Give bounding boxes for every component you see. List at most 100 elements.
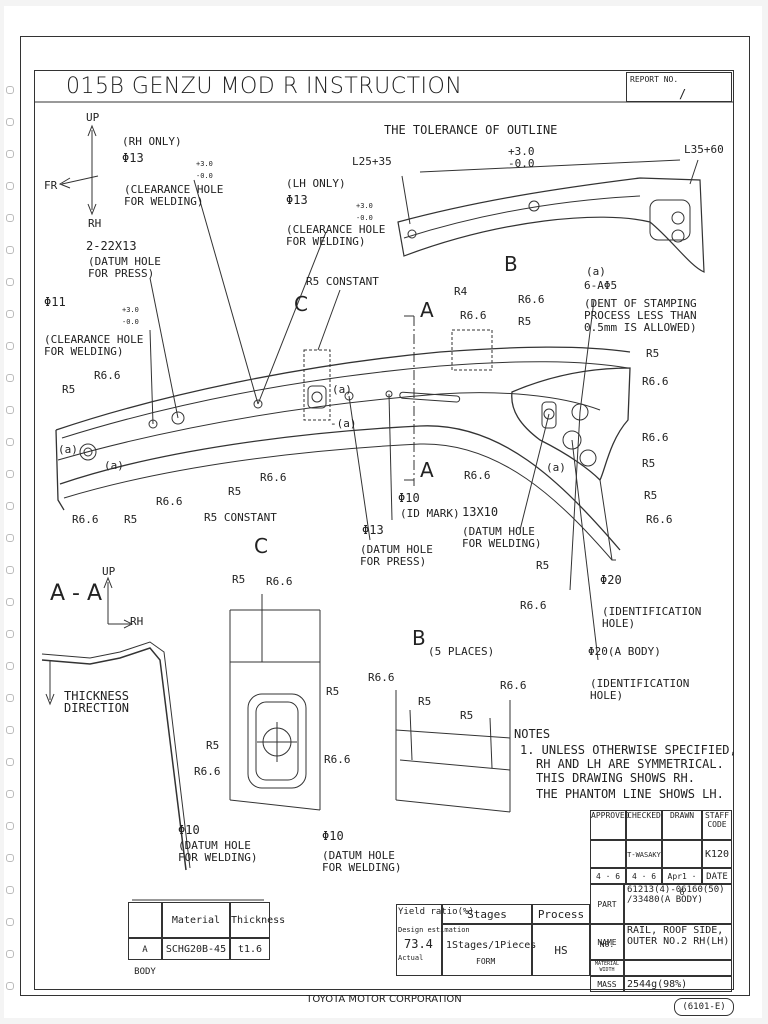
punch-hole bbox=[6, 86, 14, 94]
phi11-label: Φ11 bbox=[44, 295, 66, 309]
thickness-value: t1.6 bbox=[230, 938, 270, 960]
detail-b-r6-6-a: R6.6 bbox=[368, 671, 395, 684]
detail-c-datum-b: (DATUM HOLE FOR WELDING) bbox=[322, 849, 402, 874]
name-value: RAIL, ROOF SIDE, OUTER NO.2 RH(LH) bbox=[624, 924, 732, 960]
punch-hole bbox=[6, 950, 14, 958]
detail-c-phi10-b: Φ10 bbox=[322, 829, 344, 843]
datum-press-2: (DATUM HOLE FOR PRESS) bbox=[360, 543, 433, 568]
punch-hole bbox=[6, 246, 14, 254]
view-c-marker: C bbox=[294, 292, 308, 316]
inner-frame bbox=[34, 70, 734, 990]
clearance-welding-b: (CLEARANCE HOLE FOR WELDING) bbox=[286, 223, 386, 248]
staff-code-value: K120 bbox=[702, 840, 732, 868]
r6-6-3: R6.6 bbox=[646, 513, 673, 526]
detail-c-datum-a: (DATUM HOLE FOR WELDING) bbox=[178, 839, 258, 864]
id-mark: (ID MARK) bbox=[400, 507, 460, 520]
punch-hole bbox=[6, 182, 14, 190]
datum-13x10: 13X10 bbox=[462, 505, 499, 519]
checked-label: CHECKED bbox=[627, 811, 661, 820]
r6-6-2: R6.6 bbox=[642, 431, 669, 444]
actual-label: Actual bbox=[398, 954, 424, 962]
phi20: Φ20 bbox=[600, 573, 622, 587]
punch-hole bbox=[6, 982, 14, 990]
punch-hole bbox=[6, 310, 14, 318]
date-2: 4 · 6 bbox=[626, 868, 662, 884]
datum-welding: (DATUM HOLE FOR WELDING) bbox=[462, 525, 542, 550]
detail-c-r6-6-right: R6.6 bbox=[324, 753, 351, 766]
r6-6-bottom-left: R6.6 bbox=[72, 513, 99, 526]
form-label: FORM bbox=[476, 957, 496, 966]
r6-6-left: R6.6 bbox=[94, 369, 121, 382]
punch-hole bbox=[6, 374, 14, 382]
name-label: NAME bbox=[590, 924, 624, 960]
punch-hole bbox=[6, 566, 14, 574]
approved-header: APPROVED bbox=[590, 810, 630, 840]
a-left: (a) bbox=[58, 443, 78, 456]
punch-hole bbox=[6, 214, 14, 222]
thickness-header: Thickness bbox=[230, 902, 285, 938]
punch-hole bbox=[6, 406, 14, 414]
part-no-value: 61213(4)-06160(50) /33480(A BODY) bbox=[624, 884, 732, 924]
r6-6-bottom-left-2: R6.6 bbox=[156, 495, 183, 508]
ident-hole-2: (IDENTIFICATION HOLE) bbox=[590, 677, 690, 702]
punch-hole bbox=[6, 470, 14, 478]
punch-hole bbox=[6, 630, 14, 638]
phi20-body: Φ20(A BODY) bbox=[588, 645, 661, 658]
section-aa-title: A - A bbox=[50, 581, 103, 606]
part-no-label: PART NO. bbox=[590, 884, 624, 949]
detail-c-r5-right: R5 bbox=[326, 685, 340, 698]
axis-up: UP bbox=[86, 111, 100, 124]
date-label: DATE bbox=[702, 868, 732, 884]
tol-outline: +3.0 -0.0 bbox=[508, 145, 535, 170]
r6-6-right: R6.6 bbox=[520, 599, 547, 612]
page-title: 015B GENZU MOD R INSTRUCTION bbox=[66, 74, 463, 99]
form-code: (6101-E) bbox=[674, 998, 734, 1016]
detail-b-title: B bbox=[412, 626, 426, 650]
axis-rh: RH bbox=[88, 217, 102, 230]
notes-line-4: THE PHANTOM LINE SHOWS LH. bbox=[536, 787, 724, 801]
approved-sign bbox=[590, 840, 626, 868]
checked-sign: T-WASAKY bbox=[626, 840, 662, 868]
punch-hole bbox=[6, 854, 14, 862]
r6-6-bottom-left-3: R6.6 bbox=[260, 471, 287, 484]
punch-hole bbox=[6, 278, 14, 286]
r5-bottom-left-2: R5 bbox=[228, 485, 242, 498]
notes-line-1: 1. UNLESS OTHERWISE SPECIFIED, bbox=[520, 743, 737, 757]
stages-value: 1Stages/1Pieces bbox=[446, 940, 537, 951]
checked-header: CHECKED bbox=[626, 810, 662, 840]
a-right: (a) bbox=[546, 461, 566, 474]
notes-title: NOTES bbox=[514, 727, 551, 741]
tol-b: +3.0 -0.0 bbox=[356, 202, 373, 222]
punch-hole bbox=[6, 438, 14, 446]
view-b-marker: B bbox=[504, 252, 518, 276]
phi13-press: Φ13 bbox=[362, 523, 384, 537]
drawing-sheet bbox=[4, 6, 762, 1018]
detail-b-places: (5 PLACES) bbox=[428, 645, 495, 658]
material-width-label: MATERIAL WIDTH bbox=[590, 960, 624, 976]
axis-fr: FR bbox=[44, 179, 58, 192]
r5-constant-top: R5 CONSTANT bbox=[306, 275, 379, 288]
a-mid: (a) bbox=[332, 383, 352, 396]
tol-a: +3.0 -0.0 bbox=[196, 160, 213, 180]
phi13-a: Φ13 bbox=[122, 151, 144, 165]
detail-c-r6-6-left: R6.6 bbox=[194, 765, 221, 778]
punch-hole bbox=[6, 150, 14, 158]
stages-header: Stages bbox=[442, 904, 532, 924]
approved-label: APPROVED bbox=[591, 811, 630, 820]
r6-6-b: R6.6 bbox=[518, 293, 545, 306]
date-3: Apr1 · 6 bbox=[662, 868, 702, 897]
design-estimation-label: Design estimation bbox=[398, 926, 470, 934]
material-width-value bbox=[624, 960, 732, 976]
r5-3: R5 bbox=[644, 489, 658, 502]
r5-right: R5 bbox=[536, 559, 550, 572]
punch-hole bbox=[6, 342, 14, 350]
material-header: Material bbox=[162, 902, 230, 938]
thickness-direction: THICKNESS DIRECTION bbox=[64, 689, 130, 715]
detail-b-r6-6-b: R6.6 bbox=[500, 679, 527, 692]
r6-6-mid: R6.6 bbox=[464, 469, 491, 482]
drawn-header: DRAWN bbox=[662, 810, 702, 840]
detail-b-r5-a: R5 bbox=[418, 695, 432, 708]
tol-c: +3.0 -0.0 bbox=[122, 306, 139, 326]
ident-hole-1: (IDENTIFICATION HOLE) bbox=[602, 605, 702, 630]
dent-holes: 6-AΦ5 bbox=[584, 279, 618, 292]
